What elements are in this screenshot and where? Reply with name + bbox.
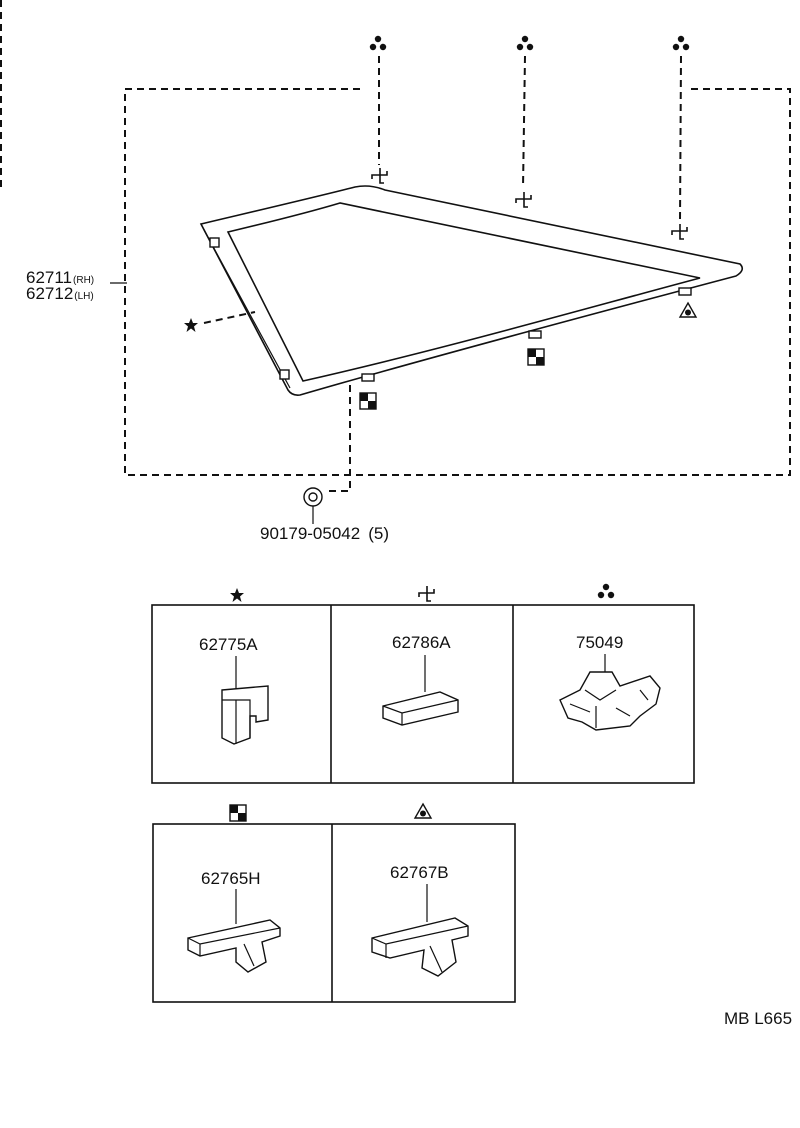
part-62765H: 62765H bbox=[187, 869, 281, 973]
part-number-label: 75049 bbox=[576, 633, 623, 652]
triple-dot-icon bbox=[516, 35, 534, 51]
part-number-label: 62775A bbox=[199, 635, 258, 654]
pinwheel-icon bbox=[515, 191, 532, 208]
pinwheel-icon bbox=[418, 585, 435, 602]
diagram-code: MB L665 bbox=[724, 1009, 792, 1028]
triangle-dot-icon bbox=[679, 302, 697, 318]
part-number-label: 62767B bbox=[390, 863, 449, 882]
star-icon bbox=[184, 318, 198, 332]
pinwheel-icon bbox=[371, 167, 388, 184]
triple-dot-icon bbox=[672, 35, 690, 51]
part-62775A: 62775A bbox=[199, 635, 269, 745]
detail-panel-1 bbox=[151, 604, 695, 784]
checker-icon bbox=[359, 392, 377, 410]
part-62767B: 62767B bbox=[371, 863, 469, 977]
nut-label: 90179-05042(5) bbox=[260, 524, 389, 543]
detail-panel-2 bbox=[152, 823, 516, 1003]
triple-dot-icon bbox=[597, 583, 615, 599]
pinwheel-icon bbox=[671, 223, 688, 240]
part-75049: 75049 bbox=[559, 633, 661, 731]
star-icon bbox=[230, 588, 244, 602]
main-part-label: 62711(RH) 62712(LH) bbox=[26, 268, 127, 303]
assembly-boundary bbox=[124, 88, 791, 476]
svg-text:62711(RH): 62711(RH) bbox=[26, 268, 94, 287]
nut: 90179-05042(5) bbox=[260, 385, 389, 543]
svg-text:62712(LH): 62712(LH) bbox=[26, 284, 94, 303]
checker-icon bbox=[229, 804, 247, 822]
checker-icon bbox=[527, 348, 545, 366]
part-number-label: 62765H bbox=[201, 869, 261, 888]
part-62786A: 62786A bbox=[382, 633, 459, 726]
triangle-dot-icon bbox=[414, 803, 432, 819]
part-number-label: 62786A bbox=[392, 633, 451, 652]
quarter-window-glass bbox=[199, 185, 744, 396]
triple-dot-icon bbox=[369, 35, 387, 51]
clip-group-top bbox=[369, 35, 690, 240]
